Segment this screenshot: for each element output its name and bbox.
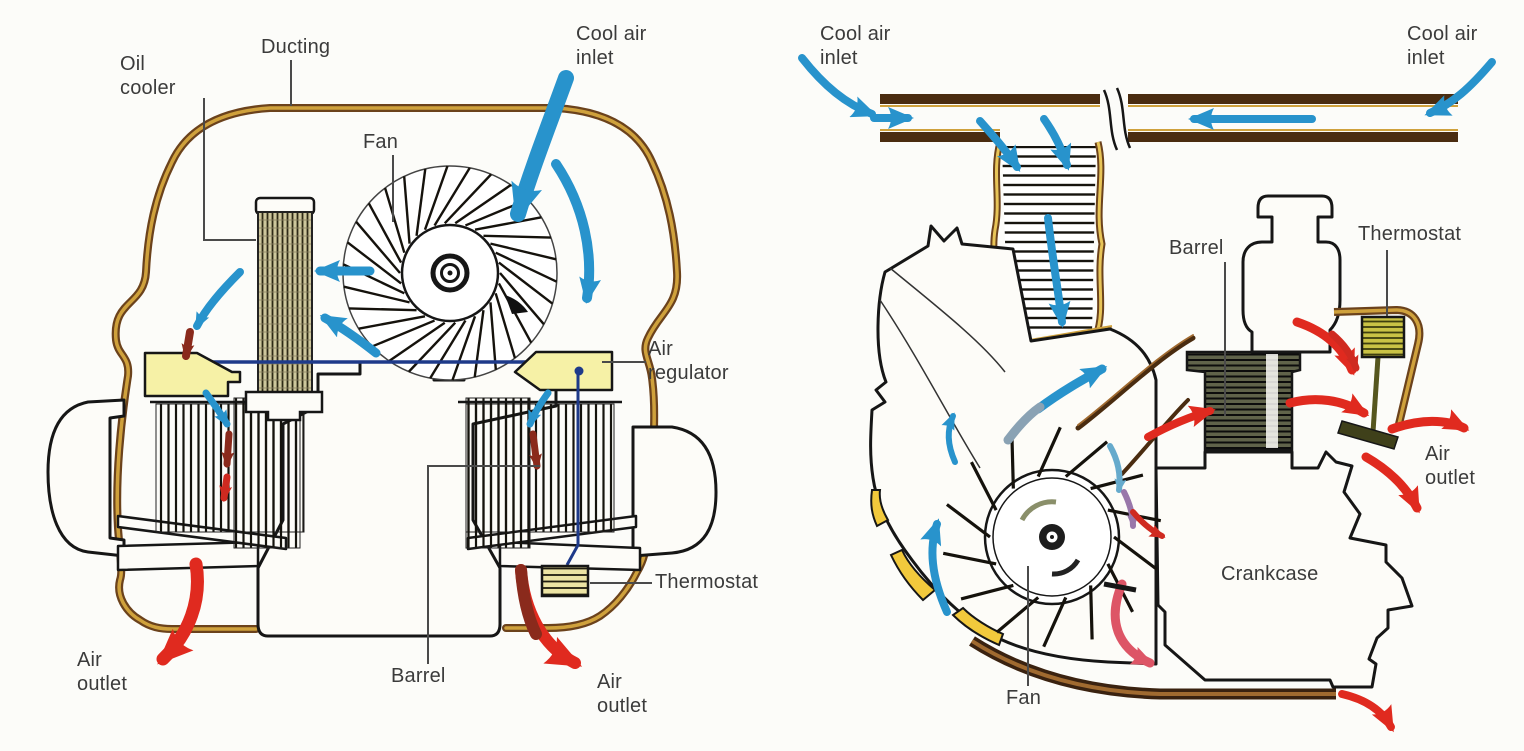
fan-deflector-bar — [1103, 581, 1137, 593]
right-end-cover — [631, 425, 718, 558]
label-oil-cooler: Oil cooler — [120, 53, 176, 100]
hot-air-arrows-side — [1107, 317, 1470, 733]
housing-brace-lines — [879, 267, 1006, 469]
barrel-assembly — [1185, 194, 1342, 452]
lower-air-channel — [969, 636, 1336, 700]
label-air-outlet-side: Air outlet — [1425, 443, 1476, 490]
label-fan-side: Fan — [1006, 687, 1042, 709]
label-air-regulator: Air regulator — [648, 338, 729, 385]
label-crankcase: Crankcase — [1221, 563, 1319, 585]
oil-cooler — [244, 196, 324, 422]
leader-lines-side — [1027, 250, 1388, 686]
fan-side — [942, 426, 1162, 648]
label-air-outlet-front-right: Air outlet — [597, 671, 648, 718]
ducting-shroud — [111, 104, 682, 633]
right-view-side-cutaway — [798, 54, 1496, 733]
label-fan-front: Fan — [363, 131, 399, 153]
cool-air-duct — [880, 86, 1458, 151]
label-barrel-front: Barrel — [391, 665, 446, 687]
crankcase — [1154, 450, 1414, 689]
cylinder-fins-right — [458, 397, 622, 549]
leader-lines-front — [203, 60, 652, 664]
air-regulator-flaps — [143, 350, 614, 566]
label-ducting: Ducting — [261, 36, 331, 58]
label-thermostat-side: Thermostat — [1358, 223, 1462, 245]
label-cool-air-inlet-side-right: Cool air inlet — [1407, 23, 1478, 70]
label-air-outlet-front-left: Air outlet — [77, 649, 128, 696]
label-cool-air-inlet-side-left: Cool air inlet — [820, 23, 891, 70]
crankcase-block — [256, 360, 558, 638]
thermostat-front — [540, 564, 590, 598]
hot-air-arrows-front — [156, 328, 583, 669]
label-cool-air-inlet-front: Cool air inlet — [576, 23, 647, 70]
label-barrel-side: Barrel — [1169, 237, 1224, 259]
left-view-front-cutaway — [46, 60, 718, 669]
cool-air-arrows-side — [798, 54, 1496, 616]
label-thermostat-front: Thermostat — [655, 571, 759, 593]
left-end-cover — [46, 398, 126, 558]
thermostat-side — [1333, 305, 1424, 450]
cool-air-arrows-front — [193, 70, 601, 428]
fan-front — [342, 165, 558, 381]
cylinder-fins-left — [150, 397, 312, 549]
thermostat-link-rod — [565, 368, 580, 566]
mixing-air-arrow-tail — [1003, 402, 1045, 445]
